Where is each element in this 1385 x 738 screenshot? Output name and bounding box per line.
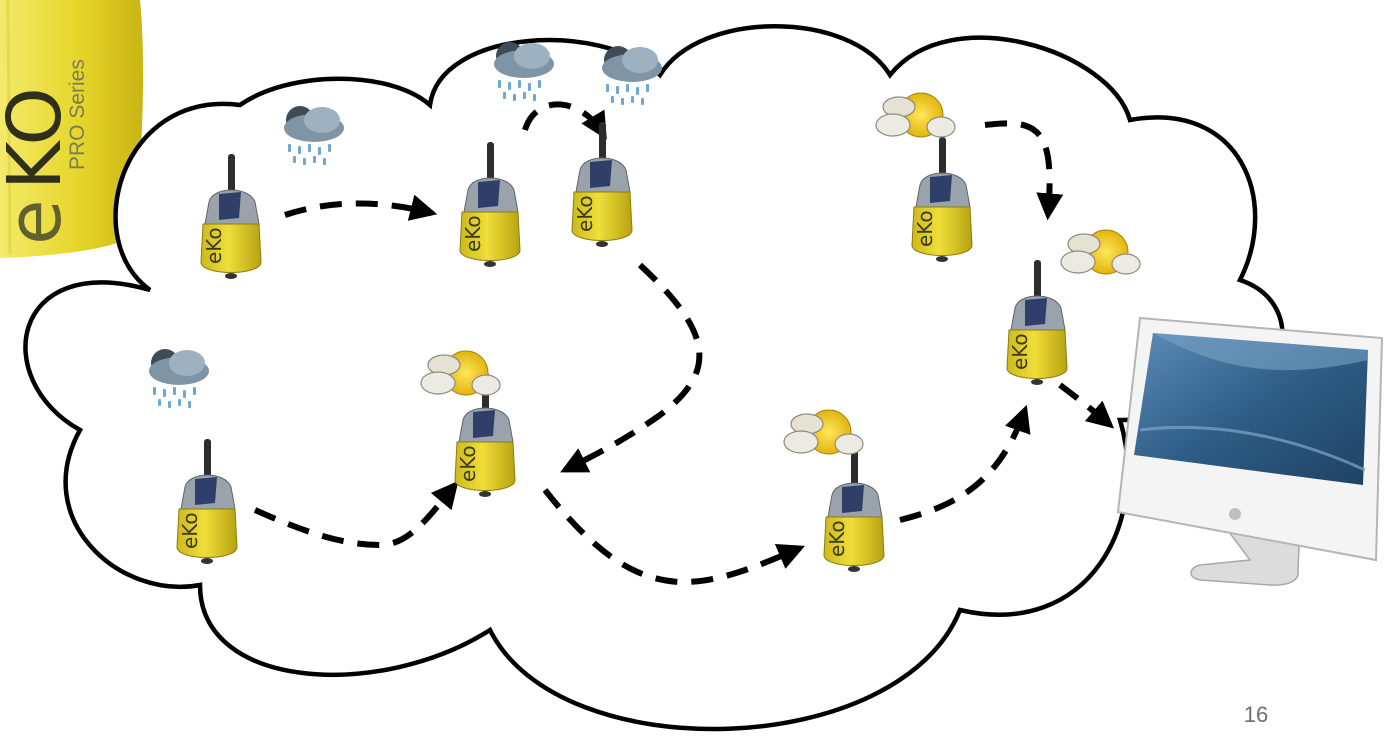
partly-sunny-icon: [783, 409, 864, 455]
link-n2-n3: [522, 101, 607, 140]
rain-cloud-icon: [284, 106, 344, 165]
sensor-node-icon: [571, 121, 633, 248]
partly-sunny-icon: [875, 92, 956, 138]
eko-pro-series-logo: e KO PRO Series: [0, 0, 144, 258]
sensor-node-icon: [1006, 259, 1068, 386]
link-n5-n7: [542, 488, 805, 586]
partly-sunny-icon: [1060, 229, 1141, 275]
brand-series-text: PRO Series: [66, 59, 89, 170]
sensor-node-icon: [823, 446, 885, 573]
link-n1-n2: [284, 194, 438, 221]
sensor-node-icon: [911, 136, 973, 263]
sensor-node-icon: [200, 153, 262, 280]
sensor-node-icon: [459, 141, 521, 268]
link-n3-n5: [560, 262, 703, 473]
link-n6-n5: [253, 480, 459, 549]
desktop-computer-icon: [1116, 316, 1384, 586]
svg-text:e: e: [0, 199, 78, 245]
link-n8-computer: [1058, 382, 1115, 429]
sensor-node-icon: [176, 438, 238, 565]
rain-cloud-icon: [149, 349, 209, 408]
link-n4-n8: [984, 120, 1064, 221]
rain-cloud-icon: [494, 42, 554, 101]
rain-cloud-icon: [602, 46, 662, 105]
svg-text:KO: KO: [0, 87, 78, 190]
partly-sunny-icon: [420, 350, 501, 396]
mesh-links: [253, 101, 1115, 586]
page-number: 16: [1243, 702, 1269, 727]
link-n7-n8: [899, 404, 1031, 523]
